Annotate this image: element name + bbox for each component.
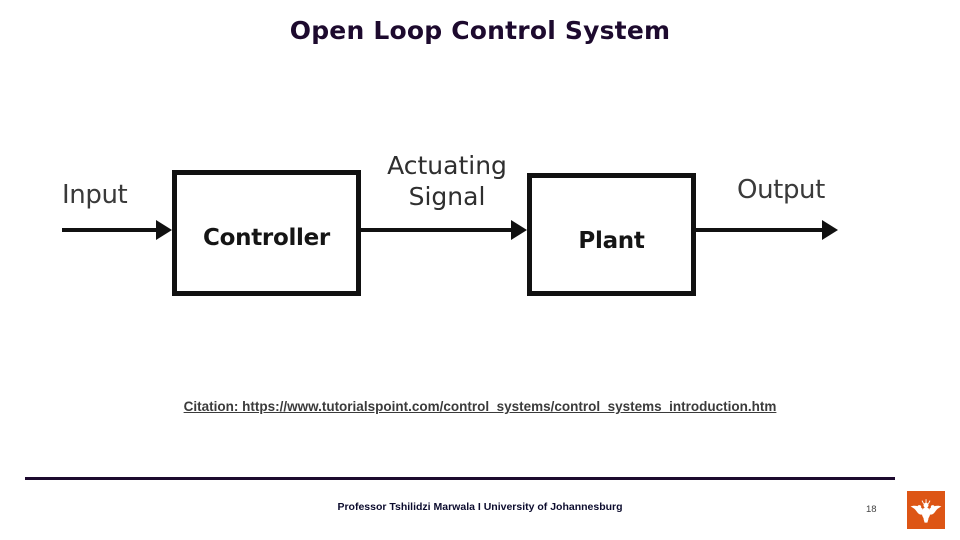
arrow-actuating-head-icon [511, 220, 527, 240]
signal-label-actuating-line1: Actuating [387, 151, 507, 180]
block-plant-label: Plant [578, 228, 645, 254]
block-controller: Controller [172, 170, 361, 296]
uj-bird-logo [907, 491, 945, 529]
arrow-input-head-icon [156, 220, 172, 240]
arrow-output-line [696, 228, 826, 232]
signal-label-output: Output [737, 175, 825, 205]
page-title: Open Loop Control System [289, 16, 671, 45]
footer-presenter: Professor Tshilidzi Marwala I University… [337, 501, 623, 513]
block-plant: Plant [527, 173, 696, 296]
block-controller-label: Controller [203, 225, 330, 251]
footer-divider [25, 477, 895, 480]
signal-label-input: Input [62, 180, 128, 210]
arrow-output-head-icon [822, 220, 838, 240]
signal-label-actuating-line2: Signal [408, 182, 486, 211]
open-loop-control-system-diagram: Input Controller Actuating Signal Plant … [0, 130, 960, 330]
page-number: 18 [866, 504, 877, 515]
arrow-input-line [62, 228, 160, 232]
signal-label-actuating-signal: Actuating Signal [372, 150, 522, 212]
arrow-actuating-line [361, 228, 513, 232]
citation-link[interactable]: Citation: https://www.tutorialspoint.com… [183, 399, 777, 414]
